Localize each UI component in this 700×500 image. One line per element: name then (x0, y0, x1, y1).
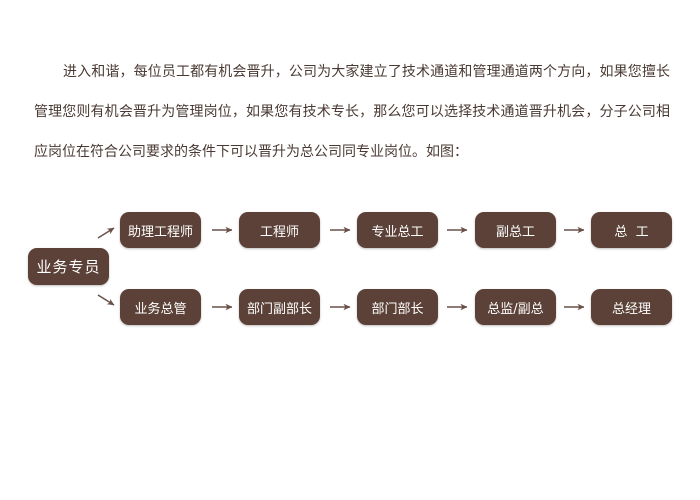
mgmt-node-deputy-department-head: 部门副部长 (239, 289, 320, 325)
mgmt-node-department-head: 部门部长 (357, 289, 438, 325)
mgmt-node-director-vp: 总监/副总 (475, 289, 556, 325)
tech-node-chief-specialist: 专业总工 (357, 212, 438, 248)
intro-paragraph: 进入和谐，每位员工都有机会晋升，公司为大家建立了技术通道和管理通道两个方向，如果… (34, 64, 670, 160)
branch-arrow-technical (97, 227, 115, 239)
tech-node-engineer: 工程师 (239, 212, 320, 248)
tech-node-deputy-chief-engineer: 副总工 (475, 212, 556, 248)
tech-node-chief-engineer: 总 工 (591, 212, 672, 248)
mgmt-node-business-supervisor: 业务总管 (120, 289, 201, 325)
mgmt-node-general-manager: 总经理 (591, 289, 672, 325)
branch-arrow-management (97, 294, 115, 306)
origin-node: 业务专员 (28, 248, 109, 285)
tech-node-assistant-engineer: 助理工程师 (120, 212, 201, 248)
